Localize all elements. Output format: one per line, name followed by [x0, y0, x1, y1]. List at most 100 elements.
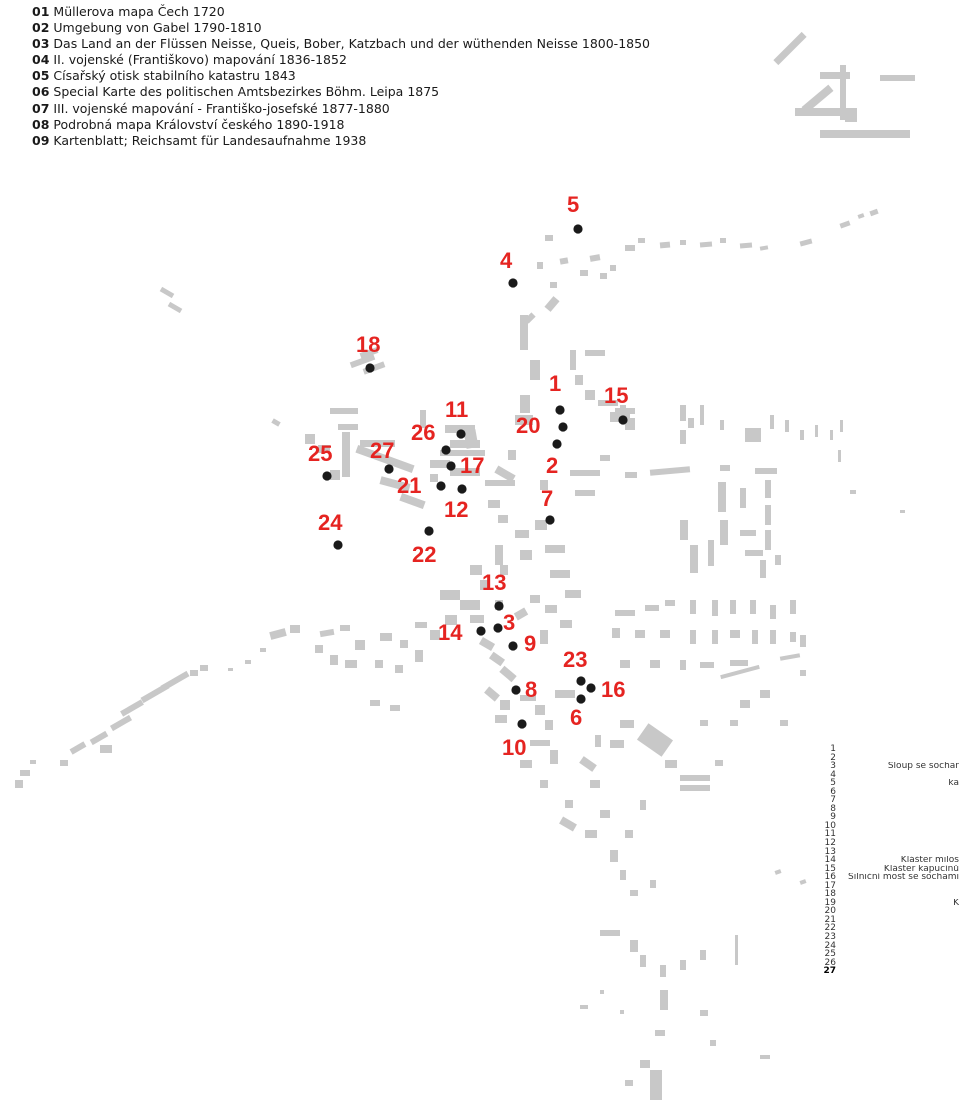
building	[513, 607, 529, 621]
building	[537, 262, 543, 269]
point-dot	[436, 481, 446, 491]
building	[415, 622, 427, 628]
point-marker: 18	[356, 332, 380, 373]
building	[305, 434, 315, 444]
building	[690, 545, 698, 573]
point-label: 4	[500, 248, 513, 273]
building	[615, 610, 635, 616]
index-name: Sloup se sochar	[887, 762, 959, 771]
building	[415, 650, 423, 662]
index-row: 17	[808, 881, 959, 891]
point-dot	[446, 461, 456, 471]
building	[857, 213, 865, 219]
building	[649, 466, 691, 476]
building	[589, 254, 601, 262]
building	[330, 655, 338, 665]
building	[700, 405, 704, 425]
point-dot	[365, 363, 375, 373]
point-dot	[322, 471, 332, 481]
building	[610, 740, 624, 748]
building	[395, 665, 403, 673]
building	[69, 741, 87, 755]
building	[625, 1080, 633, 1086]
index-row: 26	[808, 958, 959, 968]
building	[845, 108, 857, 122]
building	[750, 600, 756, 614]
index-number: 2	[830, 752, 836, 763]
building	[660, 965, 666, 977]
building	[540, 480, 548, 490]
building	[659, 241, 671, 249]
building	[730, 720, 738, 726]
building	[430, 460, 450, 468]
index-row: 20	[808, 907, 959, 916]
building	[600, 990, 604, 994]
building	[575, 490, 595, 496]
building	[515, 415, 533, 425]
point-dot	[493, 623, 503, 633]
building	[720, 664, 760, 680]
building	[799, 879, 807, 885]
building	[399, 492, 426, 510]
building	[680, 430, 686, 444]
building	[585, 390, 595, 400]
point-dot	[441, 445, 451, 455]
building	[535, 520, 547, 530]
index-name: Silniční most se sochami	[847, 873, 959, 882]
building	[735, 935, 738, 965]
building	[730, 630, 740, 638]
building	[740, 700, 750, 708]
building	[790, 600, 796, 614]
point-dot	[494, 601, 504, 611]
building	[730, 600, 736, 614]
point-dot	[555, 405, 565, 415]
point-label: 21	[397, 473, 421, 498]
building	[545, 720, 553, 730]
building	[815, 425, 818, 437]
building	[20, 770, 30, 776]
building	[795, 108, 845, 116]
building	[445, 615, 457, 625]
building	[715, 760, 723, 766]
building	[338, 424, 358, 430]
building	[480, 580, 490, 590]
point-dot	[576, 676, 586, 686]
building	[755, 468, 777, 474]
point-marker: 1	[549, 371, 565, 415]
building	[379, 476, 411, 492]
building	[680, 960, 686, 970]
building	[800, 635, 806, 647]
point-marker: 6	[570, 694, 586, 730]
building	[200, 665, 208, 671]
building	[520, 395, 530, 413]
building	[838, 450, 841, 462]
building	[780, 720, 788, 726]
building	[570, 350, 576, 370]
index-number: 5	[830, 778, 836, 789]
point-label: 13	[482, 570, 506, 595]
index-row: 12	[808, 839, 959, 848]
building	[680, 785, 710, 791]
point-label: 10	[502, 735, 526, 760]
building	[770, 415, 774, 429]
point-marker: 11	[445, 397, 468, 439]
building	[478, 637, 496, 651]
building	[520, 760, 532, 768]
index-number: 23	[824, 932, 836, 943]
building	[745, 550, 763, 556]
point-marker: 14	[438, 620, 486, 645]
index-number: 14	[824, 855, 836, 866]
building	[745, 428, 761, 442]
building	[515, 530, 529, 538]
index-row: 10	[808, 822, 959, 831]
building	[640, 1060, 650, 1068]
building	[720, 420, 724, 430]
point-label: 9	[524, 631, 536, 656]
building	[390, 705, 400, 711]
index-number: 9	[830, 812, 836, 823]
